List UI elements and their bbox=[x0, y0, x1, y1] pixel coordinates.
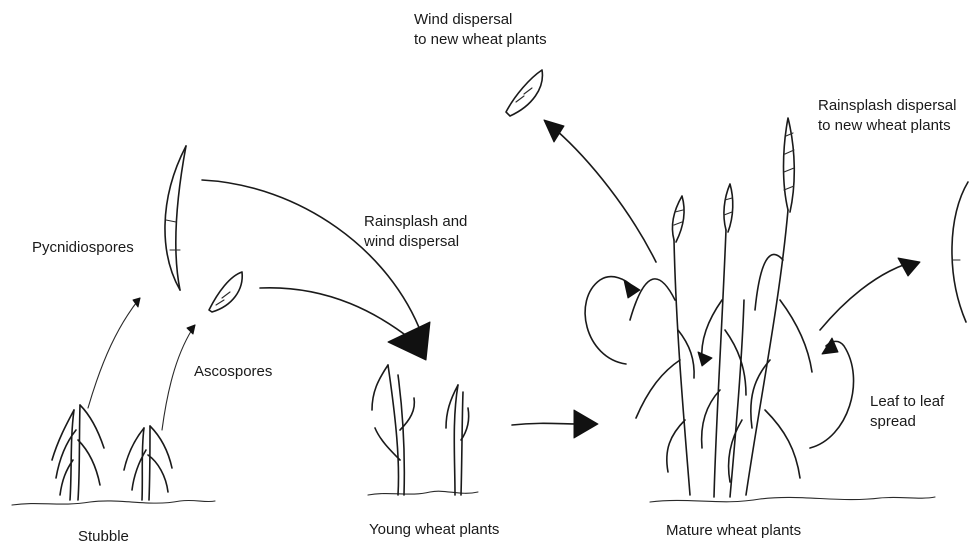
mature-wheat-plants bbox=[630, 118, 812, 497]
label-stubble: Stubble bbox=[78, 527, 129, 547]
arrow-small-middle bbox=[698, 352, 712, 366]
arrow-ascospores-to-young bbox=[260, 288, 412, 340]
label-rainsplash-and-wind-line1: Rainsplash and bbox=[364, 212, 467, 232]
label-wind-dispersal-line1: Wind dispersal bbox=[414, 10, 547, 30]
label-leaf-to-leaf-line1: Leaf to leaf bbox=[870, 392, 944, 412]
arrow-right-loop bbox=[810, 341, 854, 448]
wind-spore-icon bbox=[506, 70, 542, 116]
mature-plants-ground bbox=[650, 497, 935, 502]
label-wind-dispersal-line2: to new wheat plants bbox=[414, 30, 547, 50]
label-rainsplash-dispersal: Rainsplash dispersal to new wheat plants bbox=[818, 96, 956, 136]
label-rainsplash-dispersal-line2: to new wheat plants bbox=[818, 116, 956, 136]
label-leaf-to-leaf: Leaf to leaf spread bbox=[870, 392, 944, 432]
label-rainsplash-and-wind: Rainsplash and wind dispersal bbox=[364, 212, 467, 252]
edge-spore-icon bbox=[952, 182, 968, 322]
arrow-pycnidiospores-to-young bbox=[202, 180, 422, 335]
arrow-left-loop bbox=[585, 277, 632, 364]
arrow-wind-dispersal bbox=[556, 130, 656, 262]
pycnidiospore-icon bbox=[165, 146, 186, 290]
young-wheat-plants bbox=[372, 365, 469, 495]
label-ascospores: Ascospores bbox=[194, 362, 272, 382]
arrow-stubble-to-pycnidiospores bbox=[88, 298, 140, 408]
label-rainsplash-and-wind-line2: wind dispersal bbox=[364, 232, 467, 252]
ascospore-icon bbox=[209, 272, 242, 312]
stubble-ground bbox=[12, 500, 215, 505]
arrow-stubble-to-ascospores bbox=[162, 325, 195, 430]
label-pycnidiospores: Pycnidiospores bbox=[32, 238, 134, 258]
label-leaf-to-leaf-line2: spread bbox=[870, 412, 944, 432]
label-mature-wheat: Mature wheat plants bbox=[666, 521, 801, 541]
label-rainsplash-dispersal-line1: Rainsplash dispersal bbox=[818, 96, 956, 116]
arrow-rainsplash-dispersal bbox=[820, 264, 906, 330]
label-wind-dispersal: Wind dispersal to new wheat plants bbox=[414, 10, 547, 50]
label-young-wheat: Young wheat plants bbox=[369, 520, 499, 540]
arrowhead-mature-plants bbox=[574, 410, 598, 438]
arrow-young-to-mature bbox=[512, 423, 578, 425]
stubble-plants bbox=[52, 405, 172, 500]
